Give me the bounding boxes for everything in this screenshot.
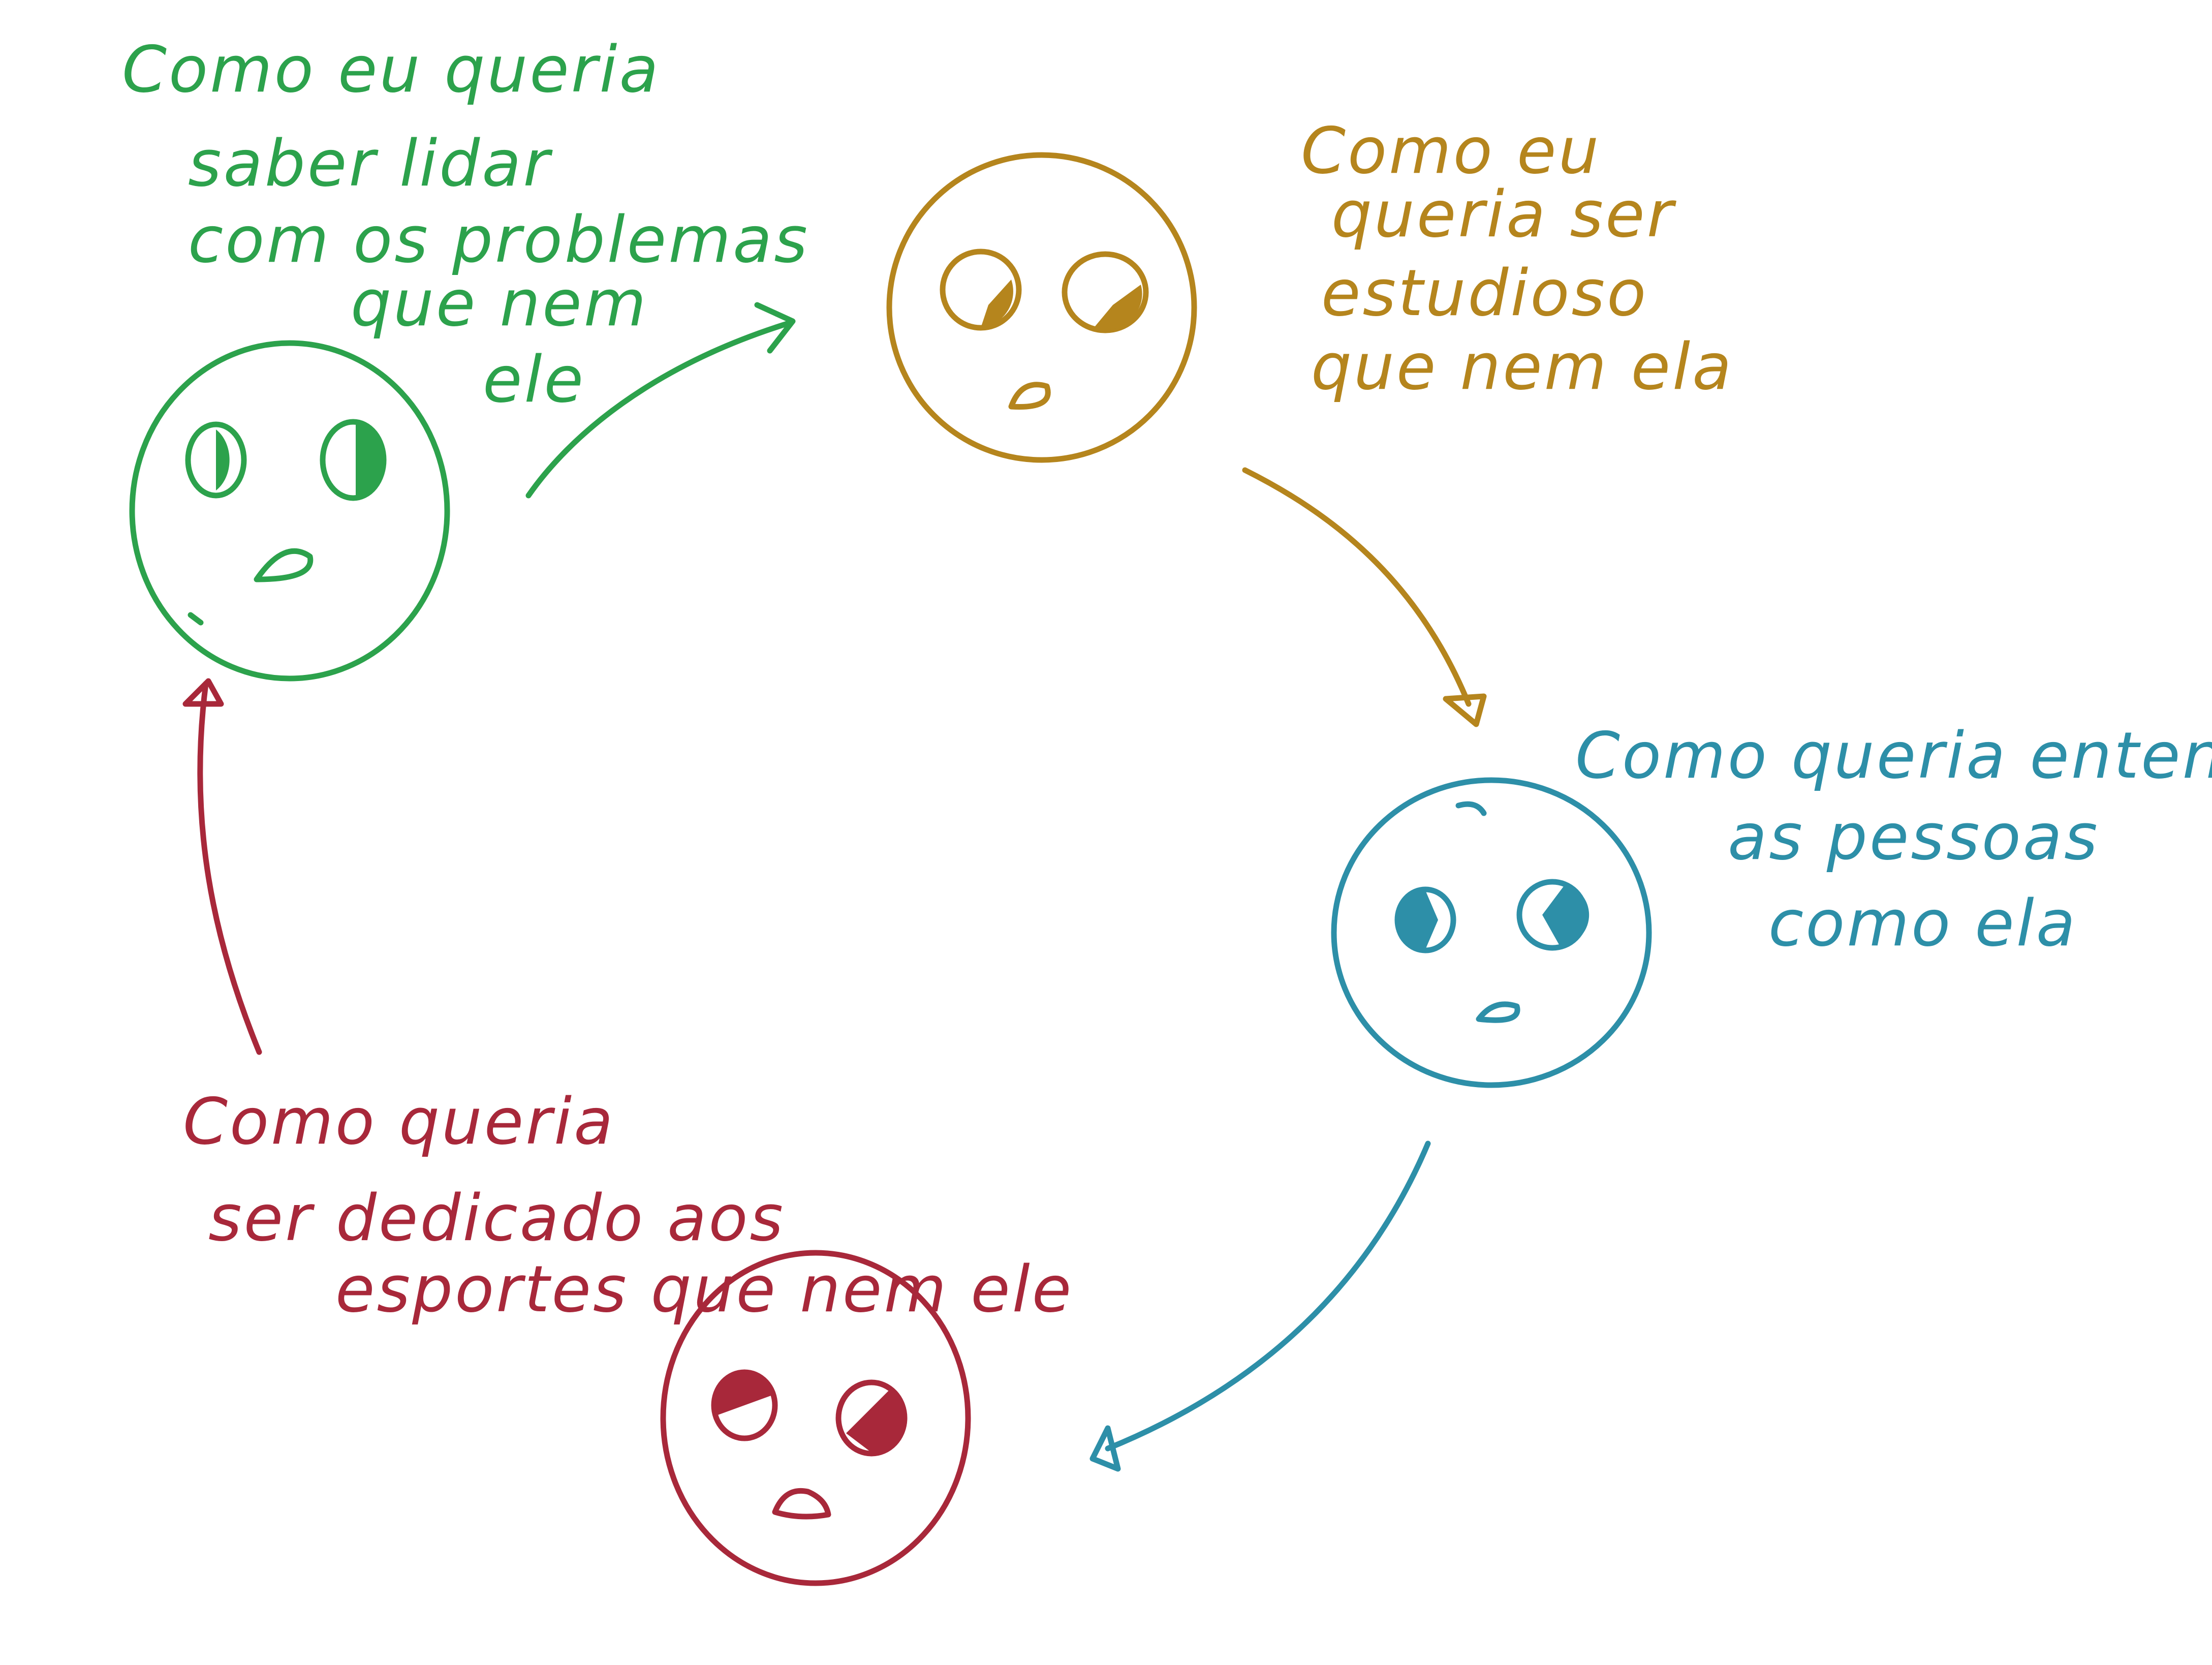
note-green-line-5: ele [483, 342, 585, 417]
face-teal-mouth [1476, 1001, 1520, 1023]
arrow-green-to-gold [525, 302, 796, 499]
face-green [129, 340, 450, 682]
face-gold-head [886, 152, 1197, 463]
note-green-line-1: Como eu queria [122, 32, 661, 107]
face-red-mouth [772, 1488, 831, 1520]
note-red: Como queria ser dedicado aos esportes qu… [183, 1084, 1073, 1327]
face-gold-right-eye [1062, 251, 1149, 333]
note-green-line-3: com os problemas [188, 202, 809, 277]
face-gold [886, 152, 1197, 463]
note-teal-line-1: Como queria entender [1575, 718, 2212, 793]
face-teal-left-eye [1394, 886, 1456, 953]
note-green-line-4: que nem [351, 266, 648, 341]
face-red-head [660, 1250, 971, 1586]
face-red-right-eye [835, 1379, 908, 1457]
note-green-line-2: saber lidar [188, 126, 553, 201]
face-green-head [129, 340, 450, 682]
note-gold-line-1: Como eu [1301, 113, 1601, 188]
arrow-teal-to-red [1089, 1140, 1431, 1472]
face-gold-left-eye [940, 249, 1022, 331]
arrow-gold-to-teal [1242, 467, 1487, 727]
face-green-right-eye [320, 419, 387, 501]
note-gold: Como eu queria ser estudioso que nem ela [1301, 113, 1733, 404]
face-green-mouth [254, 548, 314, 582]
face-gold-mouth [1008, 382, 1051, 410]
face-red-left-eye [711, 1369, 778, 1441]
face-green-left-eye [185, 421, 247, 499]
note-red-line-2: ser dedicado aos [208, 1181, 785, 1255]
note-green: Como eu queria saber lidar com os proble… [122, 32, 809, 417]
arrow-red-to-green [182, 678, 262, 1055]
face-red [660, 1250, 971, 1586]
note-red-line-3: esportes que nem ele [335, 1252, 1073, 1327]
note-teal: Como queria entender as pessoas como ela [1575, 718, 2212, 961]
note-gold-line-4: que nem ela [1311, 329, 1733, 404]
note-gold-line-2: queria ser [1331, 177, 1677, 252]
face-teal-head [1331, 777, 1652, 1088]
face-teal [1331, 777, 1652, 1088]
note-teal-line-3: como ela [1768, 886, 2077, 961]
face-teal-right-eye [1516, 879, 1590, 951]
note-teal-line-2: as pessoas [1728, 799, 2100, 874]
note-red-line-1: Como queria [183, 1084, 615, 1159]
note-gold-line-3: estudioso [1321, 256, 1648, 330]
